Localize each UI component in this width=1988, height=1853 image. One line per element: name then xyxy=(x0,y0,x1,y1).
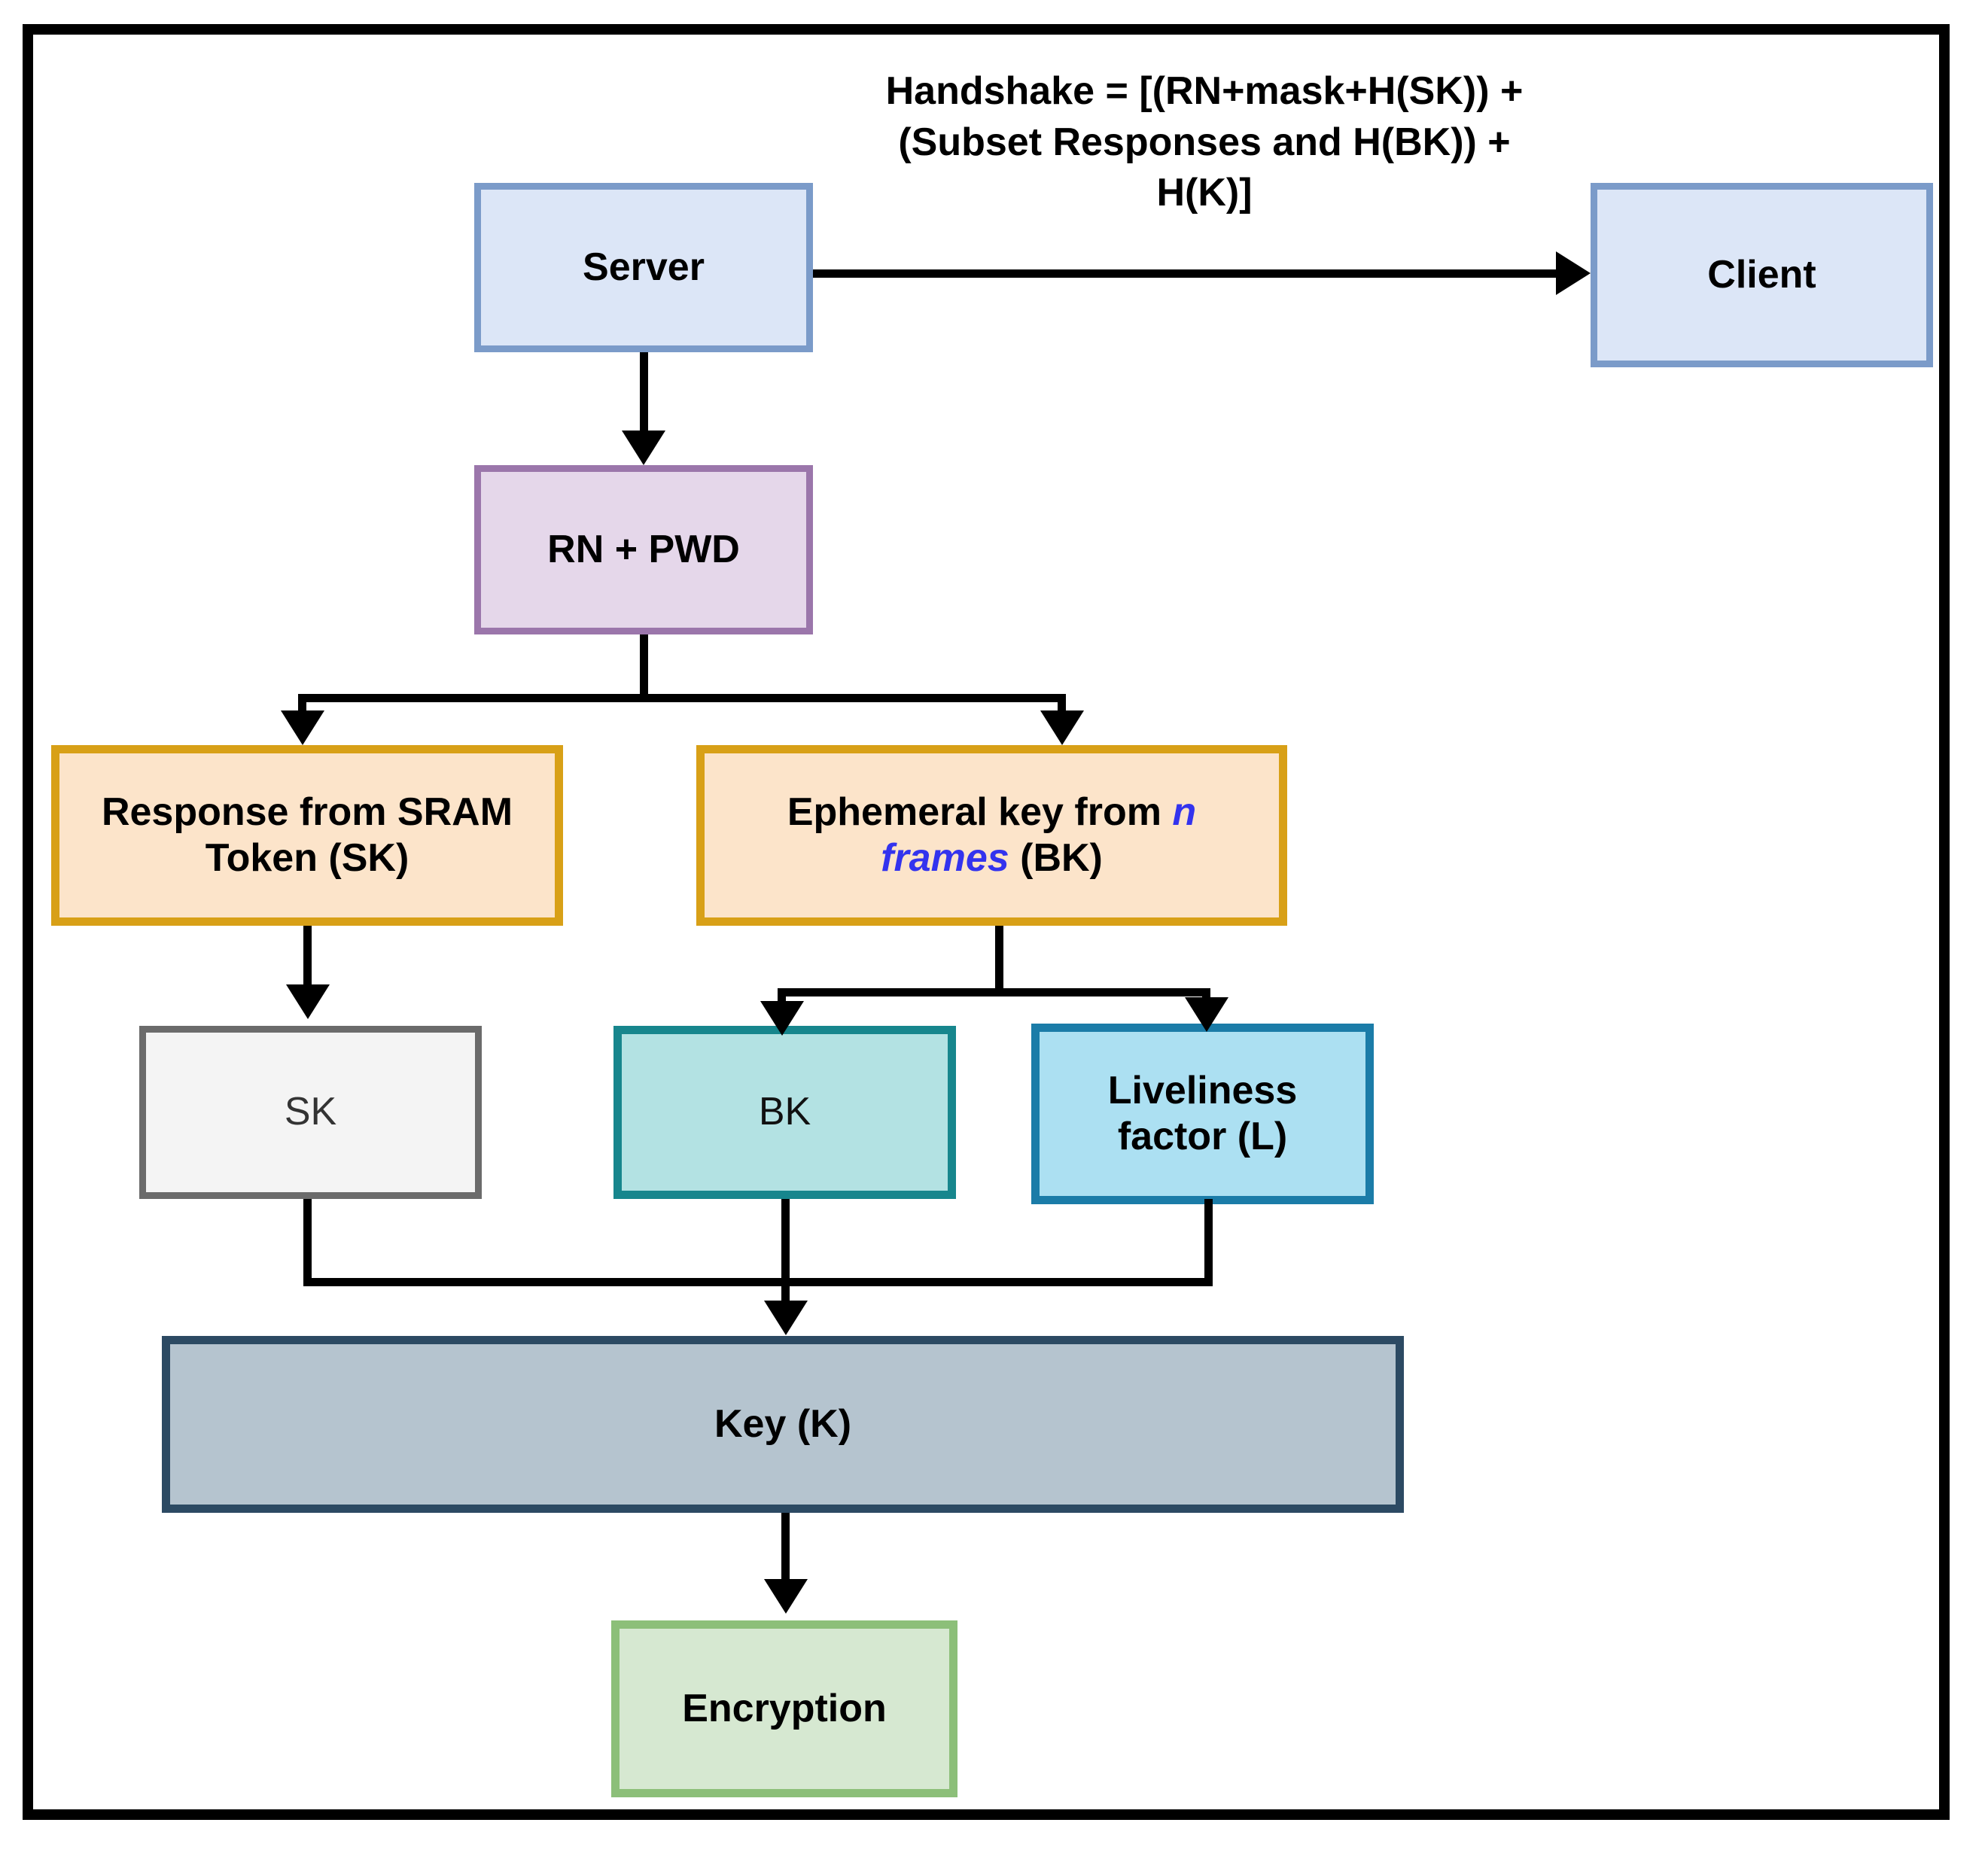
connector-rnpwd-fork-bar xyxy=(298,694,1066,702)
connector-liveliness-down xyxy=(1204,1199,1213,1286)
arrowhead-merge-to-key xyxy=(764,1301,808,1335)
ephemeral-prefix: Ephemeral key from xyxy=(787,790,1173,834)
ephemeral-suffix: (BK) xyxy=(1009,836,1103,880)
node-sk-label: SK xyxy=(284,1090,337,1134)
node-sk[interactable]: SK xyxy=(139,1026,482,1199)
liveliness-line2: factor (L) xyxy=(1117,1115,1288,1158)
connector-sram-to-sk xyxy=(303,926,312,993)
node-server[interactable]: Server xyxy=(474,183,813,352)
liveliness-line1: Liveliness xyxy=(1107,1068,1298,1112)
node-sram-response-label: Response from SRAM Token (SK) xyxy=(59,790,555,882)
node-key[interactable]: Key (K) xyxy=(162,1336,1404,1513)
node-key-label: Key (K) xyxy=(714,1401,852,1446)
connector-bk-down xyxy=(781,1199,790,1286)
arrowhead-key-to-encryption xyxy=(764,1579,808,1614)
sram-response-line2: Token (SK) xyxy=(205,836,409,880)
sram-response-line1: Response from SRAM xyxy=(101,790,513,834)
node-liveliness-label: Liveliness factor (L) xyxy=(1040,1068,1365,1161)
arrowhead-sram-to-sk xyxy=(286,984,330,1019)
node-bk-label: BK xyxy=(758,1090,811,1134)
connector-ephemeral-fork-bar xyxy=(778,988,1210,996)
ephemeral-italic-n: n xyxy=(1172,790,1197,834)
arrowhead-to-ephemeral-key xyxy=(1040,710,1084,745)
connector-server-to-client xyxy=(813,269,1566,278)
node-liveliness-factor[interactable]: Liveliness factor (L) xyxy=(1031,1024,1374,1204)
connector-rnpwd-stem xyxy=(640,634,648,698)
node-rn-pwd[interactable]: RN + PWD xyxy=(474,465,813,634)
arrowhead-to-sram-response xyxy=(281,710,324,745)
node-encryption[interactable]: Encryption xyxy=(611,1620,957,1797)
connector-merge-stem xyxy=(781,1278,790,1317)
connector-sk-down xyxy=(303,1199,312,1286)
node-rn-pwd-label: RN + PWD xyxy=(547,527,740,571)
connector-merge-bar xyxy=(303,1278,1213,1286)
ephemeral-italic-frames: frames xyxy=(881,836,1009,880)
handshake-formula-label: Handshake = [(RN+mask+H(SK)) + (Subset R… xyxy=(885,69,1524,215)
node-ephemeral-key-label: Ephemeral key from n frames (BK) xyxy=(705,790,1279,882)
node-client[interactable]: Client xyxy=(1591,183,1933,367)
arrowhead-to-bk xyxy=(760,1001,804,1036)
connector-server-to-rnpwd xyxy=(640,352,648,435)
node-bk[interactable]: BK xyxy=(613,1026,956,1199)
node-client-label: Client xyxy=(1707,252,1816,297)
node-server-label: Server xyxy=(583,245,705,289)
node-encryption-label: Encryption xyxy=(682,1686,887,1730)
arrowhead-to-liveliness xyxy=(1185,997,1228,1032)
node-ephemeral-key[interactable]: Ephemeral key from n frames (BK) xyxy=(696,745,1287,926)
arrowhead-server-to-rnpwd xyxy=(622,431,665,465)
connector-ephemeral-stem xyxy=(995,926,1003,992)
arrowhead-server-to-client xyxy=(1556,251,1591,295)
node-sram-response[interactable]: Response from SRAM Token (SK) xyxy=(51,745,563,926)
connector-key-to-encryption xyxy=(781,1513,790,1588)
